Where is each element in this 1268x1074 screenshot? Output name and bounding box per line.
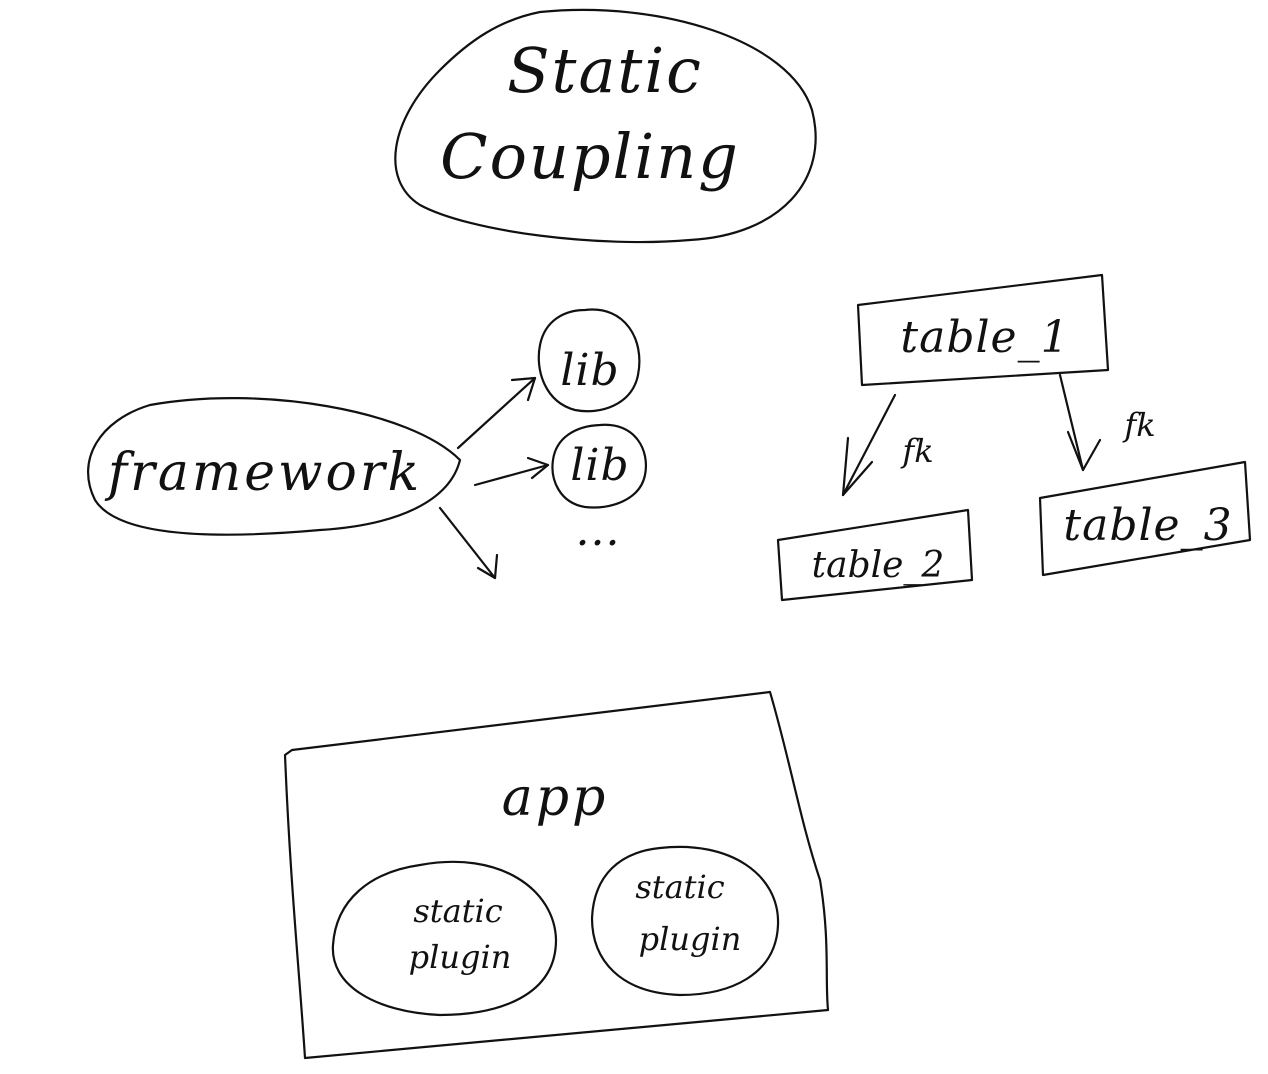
app-group: app static plugin static plugin xyxy=(283,690,830,1060)
table-1-label: table_1 xyxy=(900,312,1069,363)
framework-group: framework lib lib ... xyxy=(87,308,647,580)
arrow-framework-to-lib-1 xyxy=(456,376,537,450)
title-bubble xyxy=(394,8,817,244)
tables-group: table_1 table_2 table_3 fk fk xyxy=(776,273,1252,602)
lib-1-label: lib xyxy=(560,345,619,396)
arrow-framework-to-lib-2 xyxy=(473,456,550,487)
title-line-2: Coupling xyxy=(440,120,740,193)
table-3-box xyxy=(1038,460,1252,577)
plugin-1-bubble xyxy=(331,860,558,1017)
arrow-table-1-to-table-2 xyxy=(841,393,897,497)
table-3-label: table_3 xyxy=(1063,500,1232,551)
plugin-2-line-2: plugin xyxy=(639,920,742,958)
arrow-framework-down xyxy=(438,506,499,580)
title-group: Static Coupling xyxy=(394,8,817,244)
table-1-box xyxy=(856,273,1110,387)
title-line-1: Static xyxy=(507,34,703,107)
plugin-1-line-2: plugin xyxy=(409,938,512,976)
lib-1-bubble xyxy=(537,308,641,413)
plugin-2-bubble xyxy=(590,845,780,997)
table-2-label: table_2 xyxy=(812,545,945,586)
app-label: app xyxy=(502,768,609,828)
arrow-table-1-to-table-3 xyxy=(1058,373,1102,472)
table-2-box xyxy=(776,508,974,602)
lib-2-label: lib xyxy=(570,440,629,491)
fk-left-label: fk xyxy=(900,432,933,470)
fk-right-label: fk xyxy=(1122,406,1155,444)
framework-label: framework xyxy=(104,443,422,503)
framework-bubble xyxy=(87,397,462,536)
plugin-1-line-1: static xyxy=(413,892,502,930)
lib-2-bubble xyxy=(551,423,647,509)
ellipsis-label: ... xyxy=(576,505,621,556)
app-box xyxy=(283,690,830,1060)
plugin-2-line-1: static xyxy=(635,868,724,906)
